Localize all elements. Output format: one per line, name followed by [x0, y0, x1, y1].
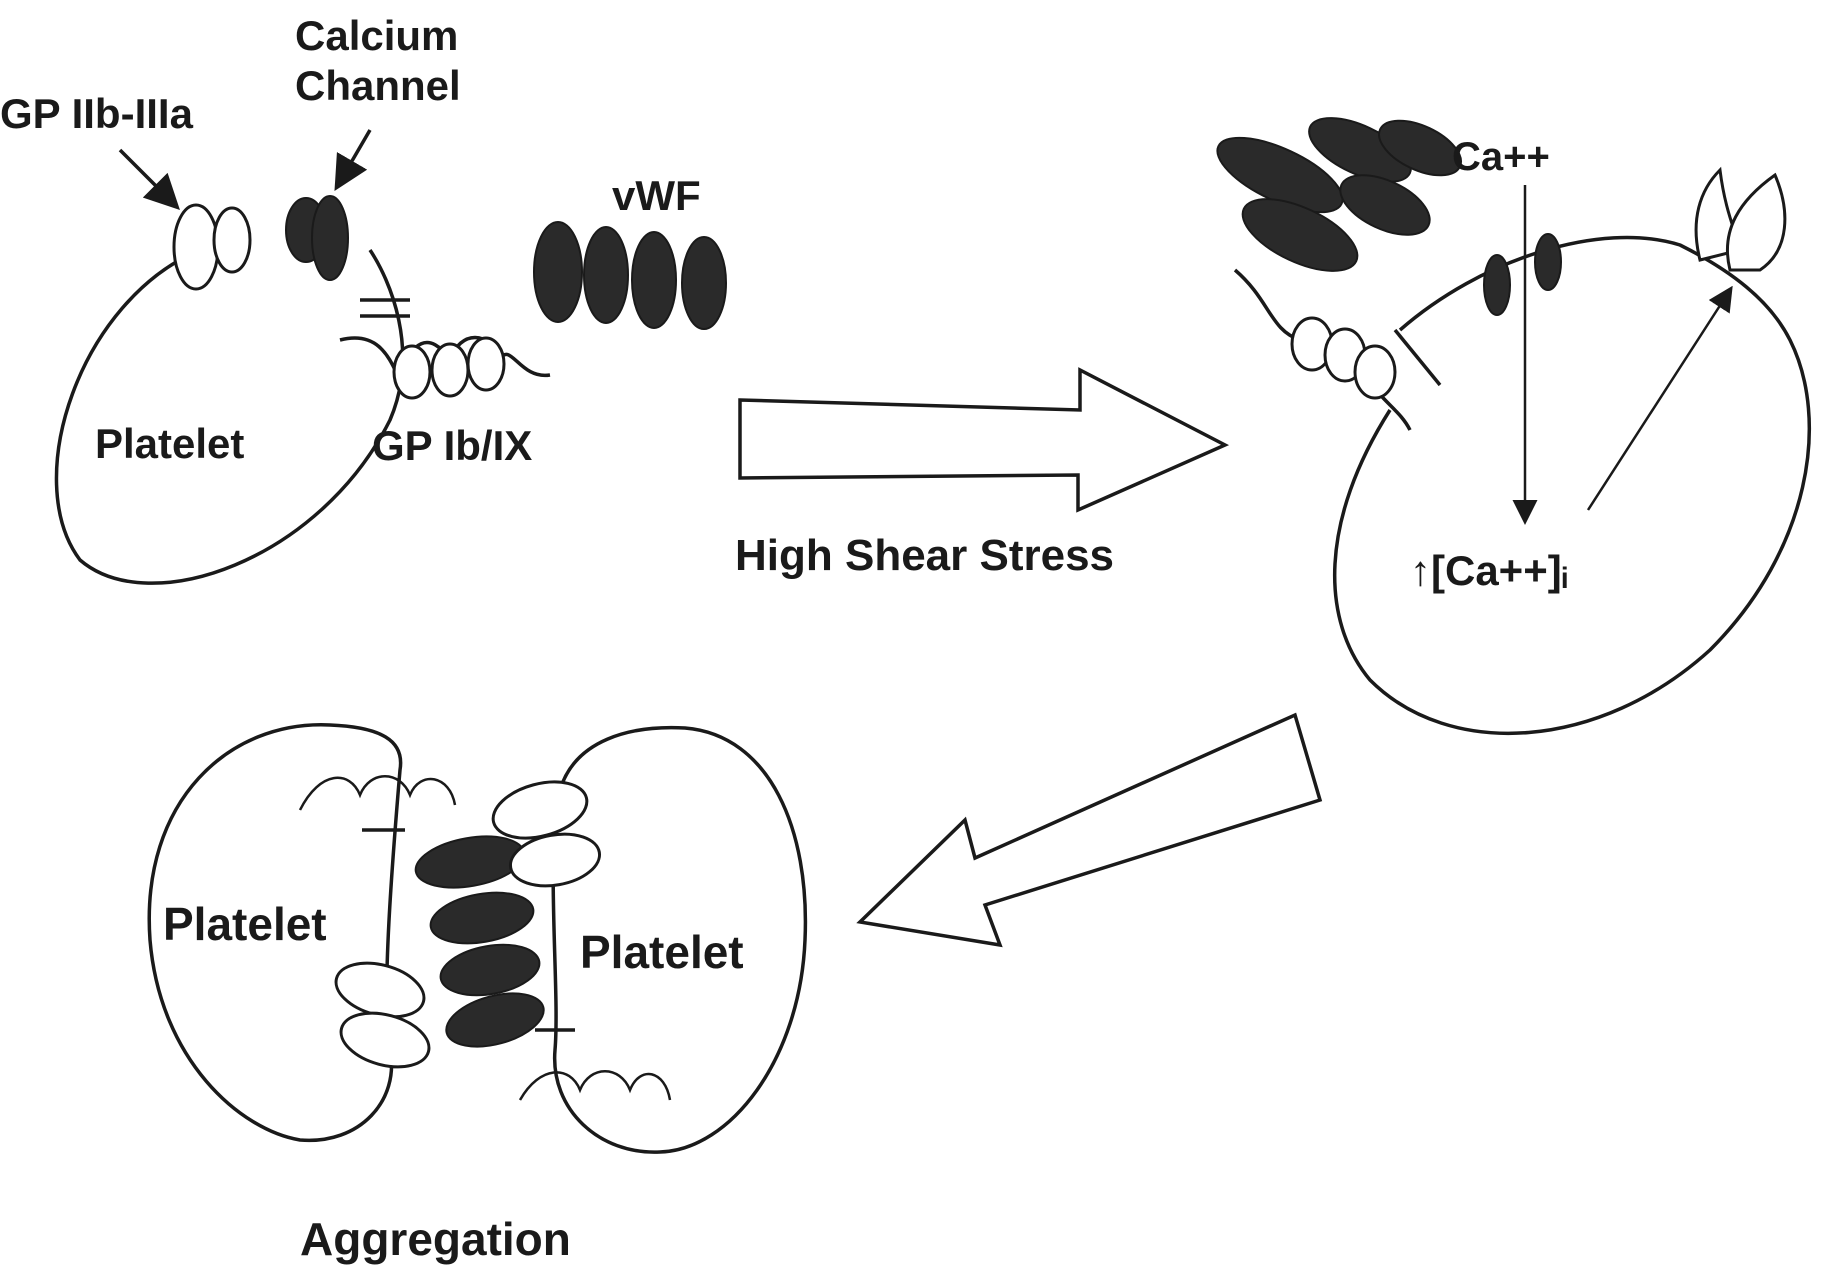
- gp-ib-ix-bound: [1233, 268, 1442, 431]
- gp-ib-ix-receptor: [339, 298, 551, 400]
- label-gp-iib-iiia: GP IIb-IIIa: [0, 90, 194, 137]
- calcium-channel-pointer: [334, 129, 372, 192]
- gp-ib-ix-coils: [298, 775, 672, 1101]
- label-vwf: vWF: [612, 172, 701, 219]
- bound-vwf: [1216, 117, 1462, 272]
- high-shear-arrow: [738, 367, 1230, 513]
- label-gp-ib-ix: GP Ib/IX: [372, 422, 532, 469]
- vwf-multimer: [533, 221, 727, 330]
- bridging-vwf: [414, 835, 545, 1048]
- label-high-shear-stress: High Shear Stress: [735, 531, 1114, 580]
- resting-platelet: [54, 248, 405, 585]
- label-calcium-line2: Channel: [295, 62, 461, 109]
- activated-platelet: [1332, 235, 1812, 736]
- label-platelet-right: Platelet: [580, 926, 744, 978]
- gp-iib-iiia-activated: [1694, 166, 1787, 272]
- label-ca-intracellular: ↑[Ca++]ᵢ: [1410, 547, 1568, 594]
- label-platelet-left: Platelet: [163, 898, 327, 950]
- gp-iib-iiia-bridges: [334, 780, 602, 1069]
- gp-iib-iiia-receptor: [172, 203, 252, 291]
- aggregating-platelet-left: [147, 723, 403, 1143]
- calcium-channel-open: [1483, 233, 1562, 316]
- label-platelet: Platelet: [95, 420, 244, 467]
- label-aggregation: Aggregation: [300, 1213, 571, 1265]
- label-calcium-line1: Calcium: [295, 12, 458, 59]
- aggregation-arrow: [856, 712, 1323, 948]
- calcium-channel: [285, 195, 349, 281]
- gp-iib-iiia-pointer: [118, 148, 180, 210]
- label-ca-ext: Ca++: [1452, 135, 1550, 179]
- activation-arrow: [1586, 285, 1733, 511]
